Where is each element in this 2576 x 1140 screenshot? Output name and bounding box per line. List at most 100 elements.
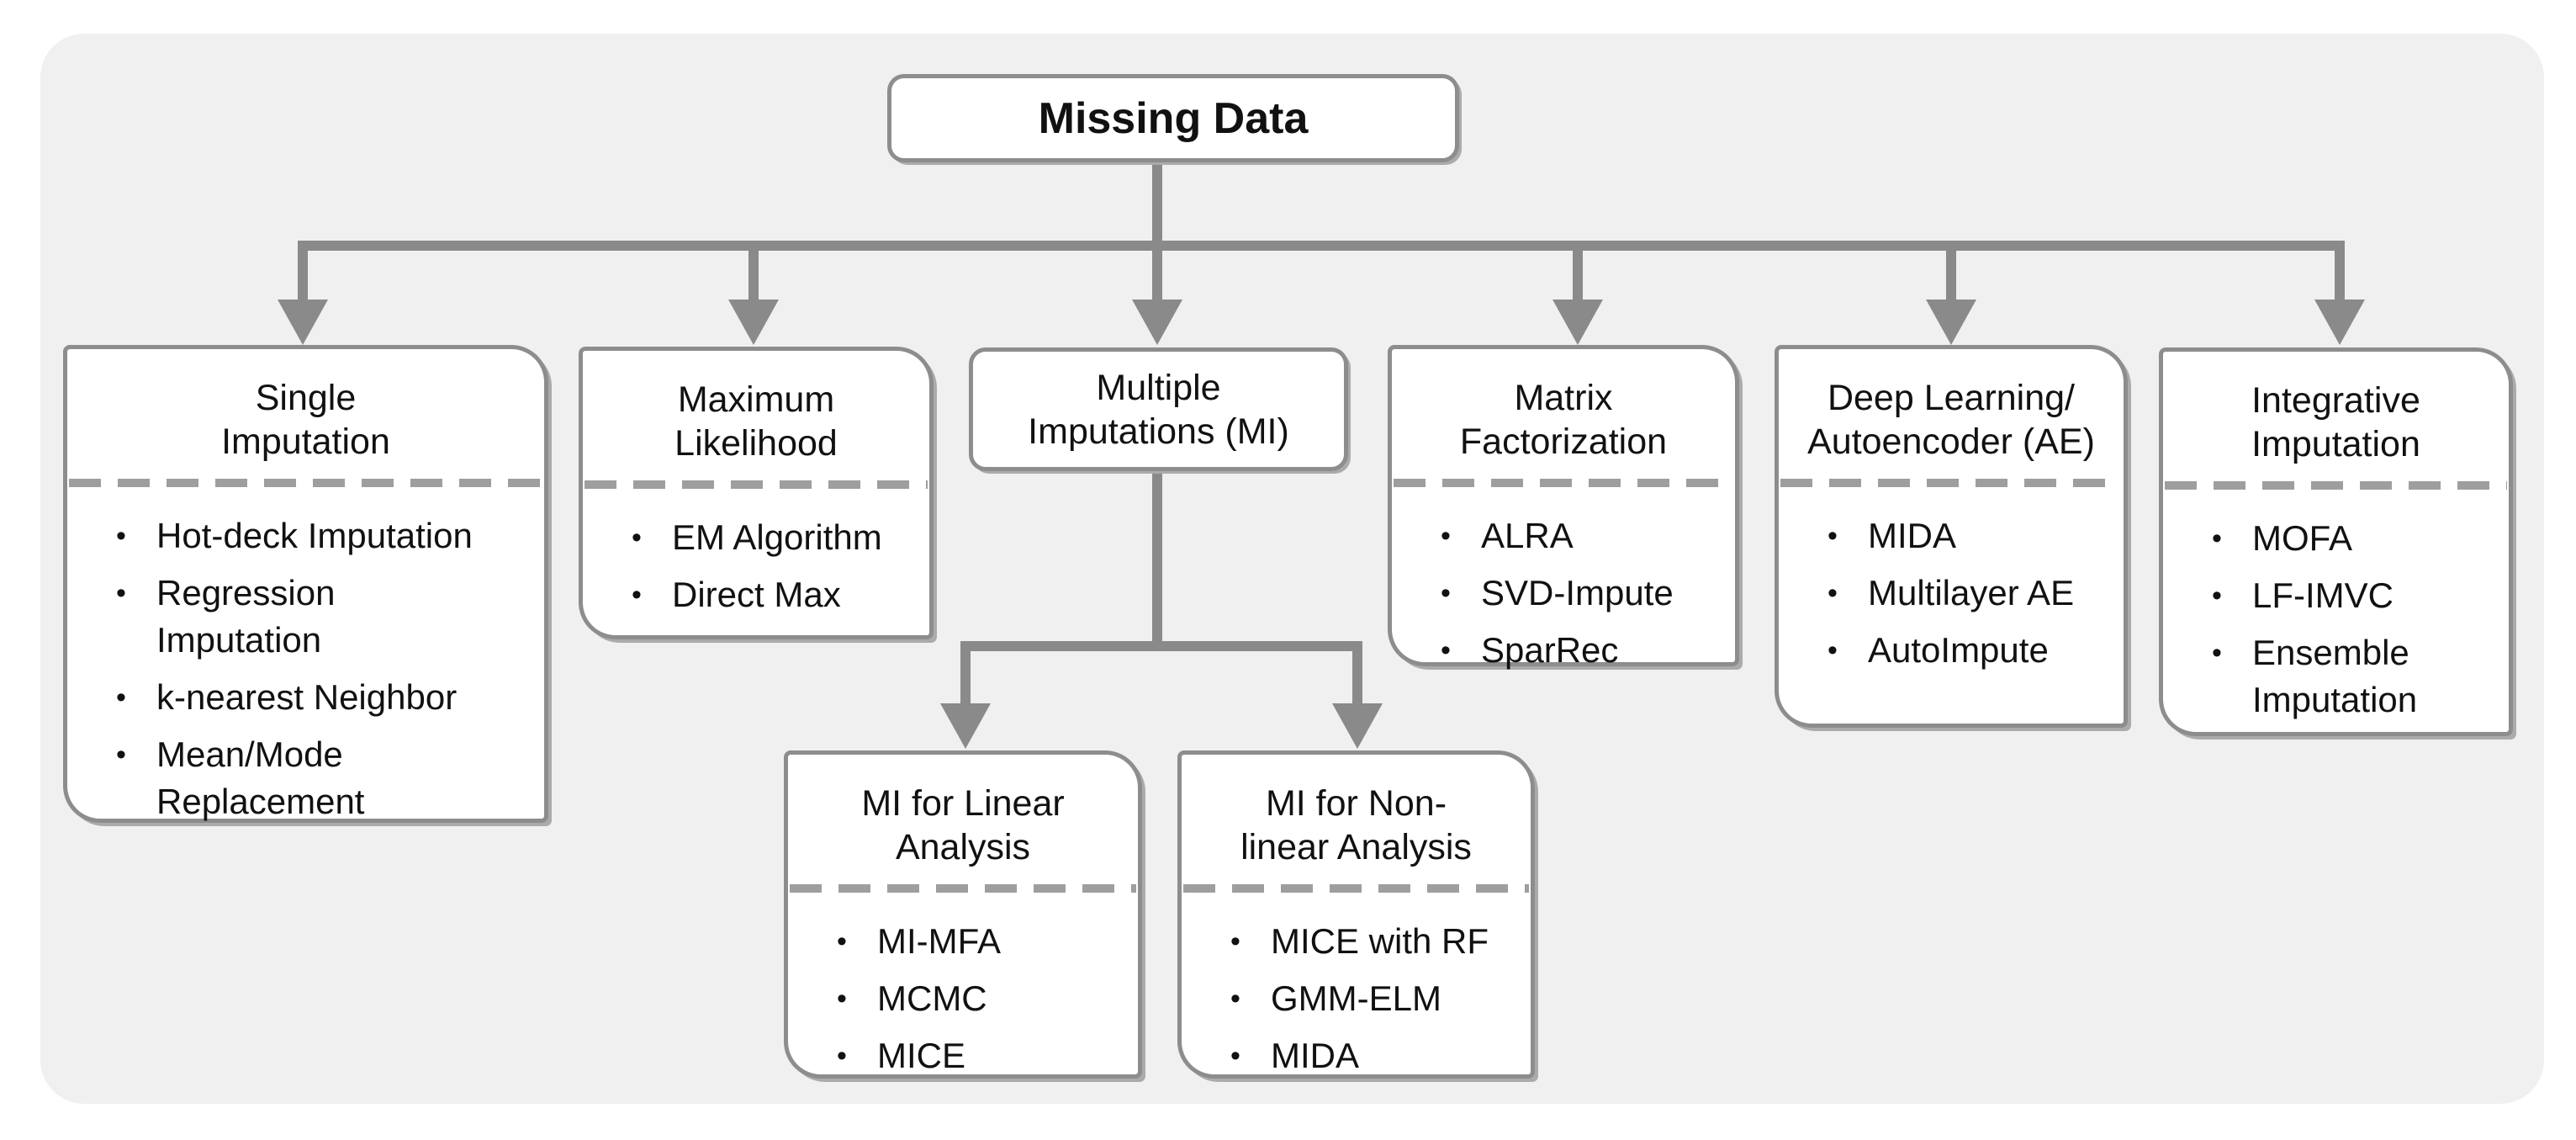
node-title: Deep Learning/ Autoencoder (AE) xyxy=(1807,378,2095,462)
bullet-marker: • xyxy=(116,577,126,609)
bullet-marker: • xyxy=(1230,925,1240,957)
list-item: • MOFA xyxy=(2212,515,2494,562)
list-item: • SVD-Impute xyxy=(1441,570,1720,617)
list-item-label: MOFA xyxy=(2252,518,2353,558)
list-item-label: Mean/Mode Replacement xyxy=(156,734,365,821)
node-header: Maximum Likelihood xyxy=(583,351,929,480)
bullet-marker: • xyxy=(1828,520,1838,552)
list-item: •MI-MFA xyxy=(837,918,1123,965)
dashed-divider xyxy=(1183,884,1529,893)
arrowhead-multi xyxy=(1132,300,1182,345)
bullet-marker: • xyxy=(2212,522,2222,554)
node-missing-data: Missing Data xyxy=(887,74,1459,162)
node-title: Multiple Imputations (MI) xyxy=(1028,367,1289,452)
bullet-marker: • xyxy=(2212,637,2222,669)
arrowhead-mi-linear xyxy=(940,703,991,749)
connector-drop-matrix xyxy=(1573,249,1583,301)
node-header: Matrix Factorization xyxy=(1392,349,1735,479)
connector-mi-bus xyxy=(960,641,1362,651)
bullet-marker: • xyxy=(116,520,126,552)
bullet-marker: • xyxy=(1230,1040,1240,1072)
list-item-label: Regression Imputation xyxy=(156,573,336,660)
dashed-divider xyxy=(69,479,542,487)
list-item: •EM Algorithm xyxy=(632,514,914,561)
list-item-label: ALRA xyxy=(1481,516,1574,555)
list-item: • LF-IMVC xyxy=(2212,572,2494,619)
connector-root-stem xyxy=(1152,160,1162,244)
dashed-divider xyxy=(584,480,928,489)
list-item-label: MICE with RF xyxy=(1271,921,1489,961)
arrowhead-single xyxy=(278,300,328,345)
node-missing-data-label: Missing Data xyxy=(1038,93,1309,143)
list-item-label: MCMC xyxy=(877,978,987,1018)
list-item-label: MICE xyxy=(877,1036,965,1075)
dashed-divider xyxy=(2165,481,2507,490)
arrowhead-integrative xyxy=(2314,300,2365,345)
node-title: Maximum Likelihood xyxy=(674,379,838,464)
list-item: • AutoImpute xyxy=(1828,627,2108,674)
bullet-list: • MICE with RF • GMM-ELM • MIDA xyxy=(1182,893,1531,1079)
list-item-label: Ensemble Imputation xyxy=(2252,633,2418,719)
node-title: Integrative Imputation xyxy=(2251,380,2420,464)
connector-main-bus xyxy=(298,241,2345,251)
connector-drop-integrative xyxy=(2335,249,2345,301)
node-header: Single Imputation xyxy=(67,349,544,479)
list-item: • Mean/Mode Replacement xyxy=(116,731,529,825)
node-title: MI for Non- linear Analysis xyxy=(1240,783,1472,867)
bullet-list: • Hot-deck Imputation • Regression Imputat… xyxy=(67,487,544,825)
bullet-marker: • xyxy=(837,983,847,1015)
bullet-list: • MOFA • LF-IMVC • Ensemble Imputation xyxy=(2163,490,2509,724)
list-item: • Multilayer AE xyxy=(1828,570,2108,617)
list-item-label: MIDA xyxy=(1271,1036,1359,1075)
list-item: • Regression Imputation xyxy=(116,570,529,664)
bullet-marker: • xyxy=(116,681,126,713)
node-header: MI for Linear Analysis xyxy=(788,755,1138,884)
dashed-divider xyxy=(1394,479,1733,487)
bullet-marker: • xyxy=(837,1040,847,1072)
connector-drop-single xyxy=(298,249,308,301)
list-item-label: LF-IMVC xyxy=(2252,575,2394,615)
list-item-label: GMM-ELM xyxy=(1271,978,1441,1018)
node-title: MI for Linear Analysis xyxy=(861,783,1065,867)
node-matrix-factorization: Matrix Factorization • ALRA • SVD-Impute •… xyxy=(1388,345,1739,670)
bullet-marker: • xyxy=(1441,520,1451,552)
bullet-marker: • xyxy=(1828,634,1838,666)
list-item: • GMM-ELM xyxy=(1230,975,1515,1022)
node-single-imputation: Single Imputation • Hot-deck Imputation •… xyxy=(63,345,548,823)
bullet-marker: • xyxy=(1230,983,1240,1015)
list-item: • Hot-deck Imputation xyxy=(116,512,529,559)
arrowhead-mi-nonlinear xyxy=(1332,703,1383,749)
list-item: • MIDA xyxy=(1828,512,2108,559)
list-item-label: MIDA xyxy=(1868,516,1956,555)
list-item: • MICE xyxy=(837,1032,1123,1079)
dashed-divider xyxy=(790,884,1136,893)
list-item-label: SVD-Impute xyxy=(1481,573,1674,612)
list-item: • MIDA xyxy=(1230,1032,1515,1079)
connector-mi-stem xyxy=(1152,469,1162,644)
bullet-marker: • xyxy=(632,522,642,554)
node-header: MI for Non- linear Analysis xyxy=(1182,755,1531,884)
bullet-marker: • xyxy=(116,739,126,771)
bullet-list: •MI-MFA • MCMC • MICE xyxy=(788,893,1138,1079)
list-item-label: AutoImpute xyxy=(1868,630,2049,670)
bullet-marker: • xyxy=(1828,577,1838,609)
bullet-list: •EM Algorithm •Direct Max xyxy=(583,489,929,618)
connector-drop-mi-linear xyxy=(960,650,971,705)
bullet-marker: • xyxy=(2212,580,2222,612)
list-item: • ALRA xyxy=(1441,512,1720,559)
node-maximum-likelihood: Maximum Likelihood •EM Algorithm •Direct… xyxy=(579,347,934,639)
bullet-list: • MIDA • Multilayer AE • AutoImpute xyxy=(1779,487,2124,674)
list-item: • Ensemble Imputation xyxy=(2212,629,2494,724)
list-item-label: Hot-deck Imputation xyxy=(156,516,473,555)
bullet-marker: • xyxy=(1441,577,1451,609)
list-item-label: Multilayer AE xyxy=(1868,573,2075,612)
node-title: Single Imputation xyxy=(221,378,390,462)
node-mi-for-nonlinear-analysis: MI for Non- linear Analysis • MICE with R… xyxy=(1177,750,1535,1079)
list-item: • MICE with RF xyxy=(1230,918,1515,965)
arrowhead-deep xyxy=(1926,300,1976,345)
bullet-marker: • xyxy=(1441,634,1451,666)
node-mi-for-linear-analysis: MI for Linear Analysis •MI-MFA •MCMC •MI… xyxy=(784,750,1142,1079)
list-item-label: SparRec xyxy=(1481,630,1619,670)
list-item: •k-nearest Neighbor xyxy=(116,674,529,721)
